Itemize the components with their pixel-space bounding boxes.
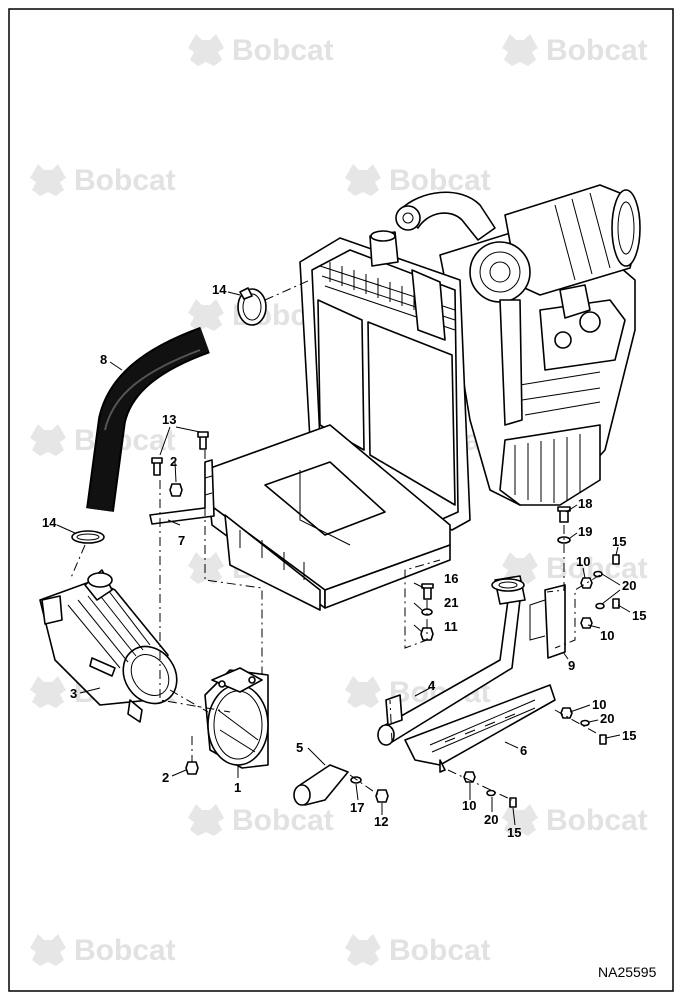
callout-10-right: 10: [592, 697, 606, 712]
bobcat-head-icon: [188, 804, 224, 836]
callout-11: 11: [444, 619, 458, 634]
callout-15-upper: 15: [612, 534, 626, 549]
callout-13: 13: [162, 412, 176, 427]
callout-7: 7: [178, 533, 185, 548]
callout-20-right: 20: [600, 711, 614, 726]
hose-clamp-upper: [237, 287, 267, 326]
callout-8: 8: [100, 352, 107, 367]
callout-3: 3: [70, 686, 77, 701]
drawing-frame: [8, 8, 674, 992]
exhaust-tip: [293, 764, 349, 806]
bobcat-head-icon: [345, 164, 381, 196]
watermark-text: Bobcat: [74, 164, 176, 197]
radiator-assembly: [299, 230, 471, 531]
callout-10-mid: 10: [600, 628, 614, 643]
watermark-text: Bobcat: [389, 934, 491, 967]
callout-16: 16: [444, 571, 458, 586]
bobcat-head-icon: [30, 424, 66, 456]
bobcat-head-icon: [188, 34, 224, 66]
callout-10-upper: 10: [576, 554, 590, 569]
watermark: Bobcat: [30, 164, 176, 197]
watermark-text: Bobcat: [546, 34, 648, 67]
hose-clamp-lower: [71, 530, 105, 544]
watermark-text: Bobcat: [546, 804, 648, 837]
callout-17: 17: [350, 800, 364, 815]
callout-2-upper: 2: [170, 454, 177, 469]
callout-14-lower: 14: [42, 515, 57, 530]
exhaust-bracket: [529, 584, 566, 659]
watermark: Bobcat: [30, 934, 176, 967]
heat-shield: [404, 684, 556, 773]
watermark: Bobcat: [345, 934, 491, 967]
bobcat-head-icon: [502, 34, 538, 66]
callout-15-right: 15: [622, 728, 636, 743]
bobcat-head-icon: [188, 552, 224, 584]
watermark-text: Bobcat: [389, 164, 491, 197]
intake-hose: [86, 326, 210, 512]
watermark: Bobcat: [502, 804, 648, 837]
bobcat-head-icon: [188, 299, 224, 331]
callout-12: 12: [374, 814, 388, 829]
watermark: Bobcat: [502, 34, 648, 67]
callout-20-upper: 20: [622, 578, 636, 593]
air-cleaner: [39, 569, 178, 723]
leader-lines: [56, 291, 631, 826]
callout-19: 19: [578, 524, 592, 539]
watermark: Bobcat: [345, 164, 491, 197]
bobcat-head-icon: [30, 934, 66, 966]
watermark-text: Bobcat: [232, 804, 334, 837]
engine-assembly: [395, 184, 641, 506]
watermark: Bobcat: [502, 552, 648, 585]
callout-15-bottom: 15: [507, 825, 521, 840]
callout-14-upper: 14: [212, 282, 227, 297]
air-cleaner-mount-band: [204, 667, 269, 769]
callout-4: 4: [428, 678, 436, 693]
watermark-text: Bobcat: [546, 552, 648, 585]
callout-1: 1: [234, 780, 241, 795]
callout-21: 21: [444, 595, 458, 610]
callout-5: 5: [296, 740, 303, 755]
bobcat-head-icon: [345, 934, 381, 966]
callout-10-bottom: 10: [462, 798, 476, 813]
bobcat-head-icon: [345, 676, 381, 708]
bobcat-head-icon: [30, 164, 66, 196]
callout-6: 6: [520, 743, 527, 758]
callout-9: 9: [568, 658, 575, 673]
callout-18: 18: [578, 496, 592, 511]
watermark: Bobcat: [188, 34, 334, 67]
watermark: Bobcat: [188, 804, 334, 837]
drawing-reference: NA25595: [598, 964, 657, 980]
callout-20-bottom: 20: [484, 812, 498, 827]
callout-15-mid: 15: [632, 608, 646, 623]
watermark-text: Bobcat: [232, 34, 334, 67]
callout-2-lower: 2: [162, 770, 169, 785]
callout-labels: 14 8 13 2 7 14 3 2 1 18 19 15 10 20 15 1…: [42, 282, 646, 840]
fasteners: [151, 431, 620, 808]
watermark-text: Bobcat: [74, 934, 176, 967]
assembly-lines: [69, 279, 606, 801]
bobcat-head-icon: [30, 676, 66, 708]
